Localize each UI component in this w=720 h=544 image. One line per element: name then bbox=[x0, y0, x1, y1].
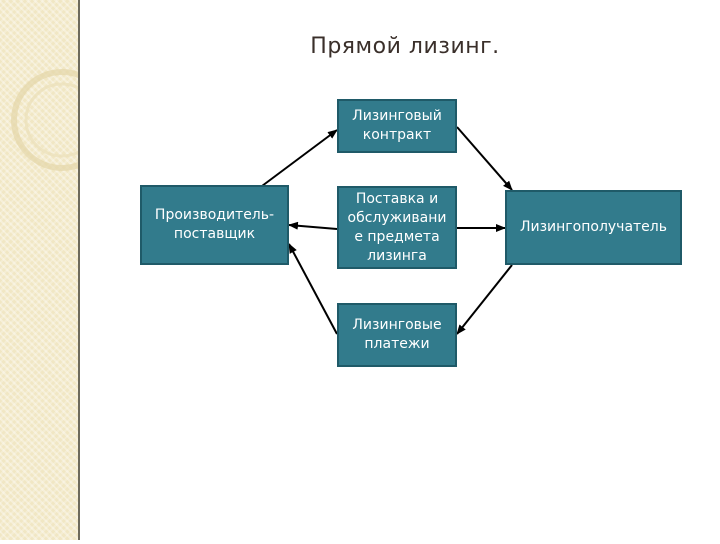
arrow-supplier-to-contract bbox=[261, 129, 338, 187]
node-lessee: Лизингополучатель bbox=[505, 190, 682, 265]
node-leasing-payments: Лизинговые платежи bbox=[337, 303, 457, 367]
node-supplier-label: Производитель-поставщик bbox=[154, 207, 275, 242]
node-leasing-contract-label: Лизинговый контракт bbox=[352, 108, 442, 143]
decorative-side-panel bbox=[0, 0, 113, 540]
arrow-contract-to-lessee bbox=[456, 126, 513, 191]
arrow-delivery-to-supplier bbox=[288, 221, 338, 230]
side-panel-border bbox=[78, 0, 80, 540]
arrow-lessee-to-payments bbox=[456, 264, 513, 335]
node-supplier: Производитель-поставщик bbox=[140, 185, 289, 265]
node-delivery-service: Поставка и обслуживани е предмета лизинг… bbox=[337, 186, 457, 269]
node-delivery-service-label: Поставка и обслуживани е предмета лизинг… bbox=[347, 190, 447, 264]
arrow-payments-to-supplier bbox=[288, 243, 338, 335]
node-lessee-label: Лизингополучатель bbox=[519, 219, 667, 235]
node-leasing-payments-label: Лизинговые платежи bbox=[352, 317, 442, 352]
slide-title: Прямой лизинг. bbox=[310, 34, 500, 59]
node-leasing-contract: Лизинговый контракт bbox=[337, 99, 457, 153]
